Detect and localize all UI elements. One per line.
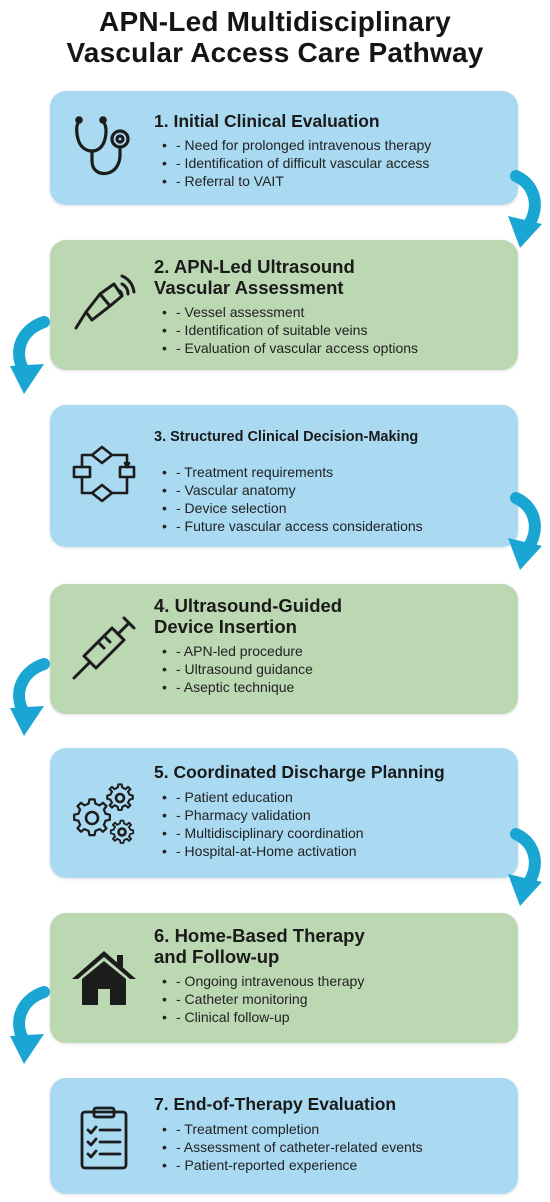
list-item: - Identification of suitable veins [162,321,418,339]
flow-arrow-4-5 [4,658,74,740]
list-item: - Pharmacy validation [162,806,364,824]
step-items-3: - Treatment requirements - Vascular anat… [162,463,423,535]
step-items-4: - APN-led procedure - Ultrasound guidanc… [162,642,313,696]
step-title-5: 5. Coordinated Discharge Planning [154,762,445,782]
step-items-5: - Patient education - Pharmacy validatio… [162,788,364,860]
list-item: - Patient education [162,788,364,806]
stethoscope-icon [70,113,138,181]
list-item: - Ongoing intravenous therapy [162,972,364,990]
step-card-6: 6. Home-Based Therapy and Follow-up - On… [50,913,518,1043]
step-items-2: - Vessel assessment - Identification of … [162,303,418,357]
list-item: - Hospital-at-Home activation [162,842,364,860]
step-title-4-line-2: Device Insertion [154,616,297,637]
list-item: - Ultrasound guidance [162,660,313,678]
list-item: - Clinical follow-up [162,1008,364,1026]
page-title: APN-Led Multidisciplinary Vascular Acces… [0,6,550,68]
step-items-7: - Treatment completion - Assessment of c… [162,1120,423,1174]
gears-icon [70,782,138,850]
title-line-1: APN-Led Multidisciplinary [99,6,451,37]
flow-arrow-3-4 [478,492,548,574]
list-item: - Catheter monitoring [162,990,364,1008]
list-item: - Aseptic technique [162,678,313,696]
clipboard-checklist-icon [70,1104,138,1172]
list-item: - Referral to VAIT [162,172,431,190]
step-card-7: 7. End-of-Therapy Evaluation - Treatment… [50,1078,518,1194]
step-title-2: 2. APN-Led Ultrasound Vascular Assessmen… [154,256,355,298]
step-card-3: 3. Structured Clinical Decision-Making -… [50,405,518,547]
step-title-2-line-1: 2. APN-Led Ultrasound [154,256,355,277]
step-title-4: 4. Ultrasound-Guided Device Insertion [154,595,342,637]
list-item: - Assessment of catheter-related events [162,1138,423,1156]
step-title-6-line-1: 6. Home-Based Therapy [154,925,365,946]
house-icon [70,945,138,1013]
flow-arrow-6-7 [4,986,74,1068]
title-line-2: Vascular Access Care Pathway [66,37,484,68]
list-item: - APN-led procedure [162,642,313,660]
list-item: - Multidisciplinary coordination [162,824,364,842]
step-items-6: - Ongoing intravenous therapy - Catheter… [162,972,364,1026]
step-card-2: 2. APN-Led Ultrasound Vascular Assessmen… [50,240,518,370]
ultrasound-probe-icon [70,270,138,338]
step-items-1: - Need for prolonged intravenous therapy… [162,136,431,190]
flowchart-icon [70,441,138,509]
list-item: - Need for prolonged intravenous therapy [162,136,431,154]
step-title-3: 3. Structured Clinical Decision-Making [154,429,419,445]
step-title-2-line-2: Vascular Assessment [154,277,344,298]
list-item: - Treatment completion [162,1120,423,1138]
flow-arrow-2-3 [4,316,74,398]
step-title-4-line-1: 4. Ultrasound-Guided [154,595,343,616]
step-card-1: 1. Initial Clinical Evaluation - Need fo… [50,91,518,205]
list-item: - Device selection [162,499,423,517]
syringe-icon [70,614,138,682]
step-title-6-line-2: and Follow-up [154,946,280,967]
list-item: - Patient-reported experience [162,1156,423,1174]
list-item: - Treatment requirements [162,463,423,481]
step-title-7: 7. End-of-Therapy Evaluation [154,1094,397,1114]
flow-arrow-5-6 [478,828,548,910]
flow-arrow-1-2 [478,170,548,252]
step-card-5: 5. Coordinated Discharge Planning - Pati… [50,748,518,878]
step-card-4: 4. Ultrasound-Guided Device Insertion - … [50,584,518,714]
step-title-1: 1. Initial Clinical Evaluation [154,111,380,131]
list-item: - Vessel assessment [162,303,418,321]
list-item: - Evaluation of vascular access options [162,339,418,357]
list-item: - Future vascular access considerations [162,517,423,535]
list-item: - Identification of difficult vascular a… [162,154,431,172]
list-item: - Vascular anatomy [162,481,423,499]
step-title-6: 6. Home-Based Therapy and Follow-up [154,925,365,967]
